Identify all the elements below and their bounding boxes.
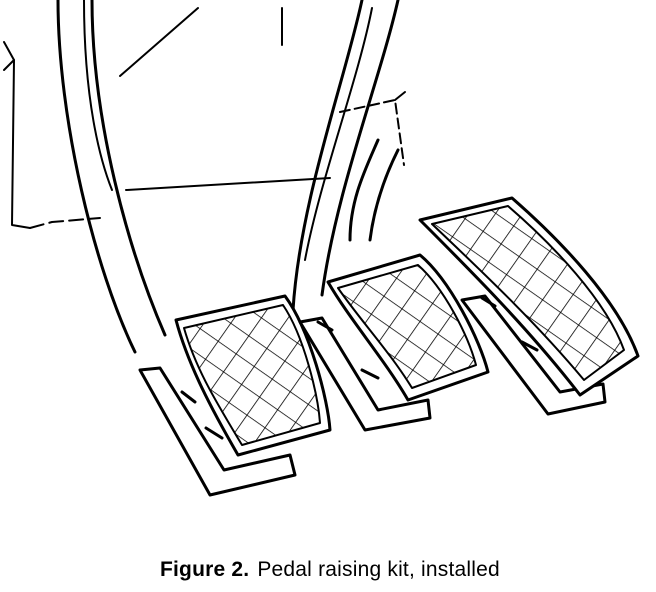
clutch-pedal-arm (56, 0, 167, 354)
figure-label: Figure 2. (160, 558, 250, 581)
middle-pedal-pad (298, 253, 490, 432)
figure-caption-text: Pedal raising kit, installed (257, 558, 500, 581)
figure-caption: Figure 2. Pedal raising kit, installed (160, 558, 500, 582)
accelerator-pedal-arm (348, 138, 400, 242)
right-pedal-pad (418, 196, 640, 416)
floor-background (3, 7, 406, 229)
brake-pedal-arm (291, 0, 400, 312)
